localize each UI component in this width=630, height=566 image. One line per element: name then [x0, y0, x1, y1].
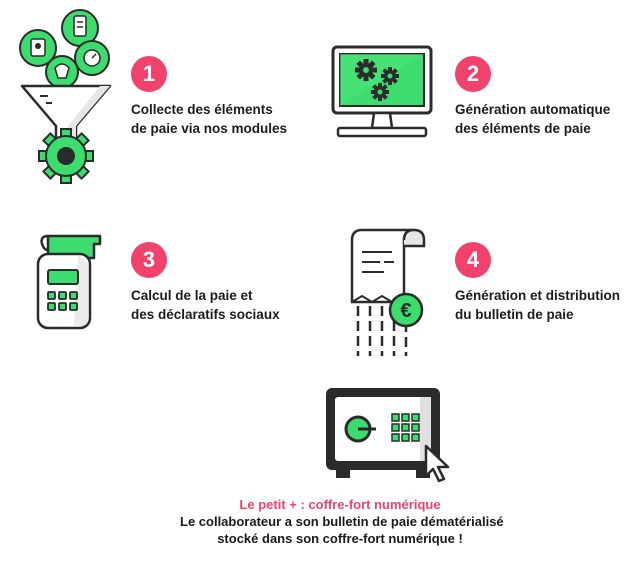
digital-safe-icon — [326, 388, 450, 483]
step-1-line-1: Collecte des éléments — [131, 102, 273, 117]
step-2-label: Génération automatique des éléments de p… — [455, 100, 610, 138]
step-3-line-1: Calcul de la paie et — [131, 288, 253, 303]
footer-note: Le petit + : coffre-fort numérique Le co… — [180, 496, 504, 547]
step-1-label: Collecte des éléments de paie via nos mo… — [131, 100, 287, 138]
step-2-badge: 2 — [455, 56, 491, 92]
svg-text:€: € — [400, 300, 411, 322]
funnel-collection-icon — [19, 9, 112, 184]
step-3-label: Calcul de la paie et des déclaratifs soc… — [131, 286, 280, 324]
step-2-line-2: des éléments de paie — [455, 121, 591, 136]
footer-line-1: Le collaborateur a son bulletin de paie … — [180, 514, 504, 529]
monitor-gears-icon — [331, 45, 433, 138]
step-4-badge: 4 — [455, 242, 491, 278]
step-3-badge: 3 — [131, 242, 167, 278]
step-4-line-2: du bulletin de paie — [455, 307, 574, 322]
footer-line-2: stocké dans son coffre-fort numérique ! — [217, 531, 463, 546]
step-3-line-2: des déclaratifs sociaux — [131, 307, 280, 322]
step-1-line-2: de paie via nos modules — [131, 121, 288, 136]
payroll-calculator-icon — [36, 234, 102, 330]
step-4-label: Génération et distribution du bulletin d… — [455, 286, 620, 324]
step-2-line-1: Génération automatique — [455, 102, 611, 117]
step-4-line-1: Génération et distribution — [455, 288, 621, 303]
payslip-euro-icon: € — [350, 228, 426, 356]
step-1-badge: 1 — [131, 56, 167, 92]
footer-highlight: Le petit + : coffre-fort numérique — [239, 497, 441, 512]
